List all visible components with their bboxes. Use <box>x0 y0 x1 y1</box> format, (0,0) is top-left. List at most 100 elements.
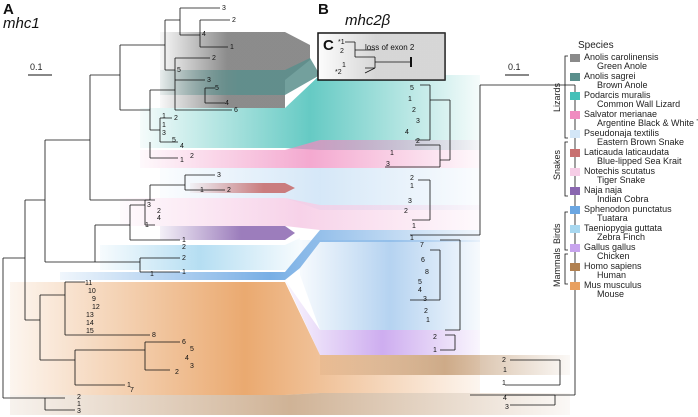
tip-label: 1 <box>503 367 507 374</box>
ribbon-wall-lizard <box>140 75 480 150</box>
legend-swatch <box>570 111 580 119</box>
tip-label: 1 <box>182 237 186 244</box>
legend-common-name: Argentine Black & White Tegu <box>597 118 698 128</box>
tip-label: 8 <box>152 332 156 339</box>
title-mhc2b: mhc2β <box>345 12 391 29</box>
tip-label: 2 <box>175 369 179 376</box>
inset-leaf-labels: *1 2 1 *2 <box>335 39 346 76</box>
legend-species-name: Pseudonaja textilis <box>584 128 660 138</box>
tip-label: 5 <box>177 67 181 74</box>
ribbons <box>10 32 570 415</box>
scale-label-left: 0.1 <box>30 62 43 72</box>
ribbon-finch <box>100 238 300 270</box>
tip-label: 2 <box>174 115 178 122</box>
tip-label: 1 <box>410 183 414 190</box>
tip-label: 2 <box>502 357 506 364</box>
legend-brackets <box>564 55 568 285</box>
tip-label: 6 <box>182 339 186 346</box>
legend-swatch <box>570 206 580 214</box>
tip-label: 3 <box>505 404 509 411</box>
legend-species-name: Anolis sagrei <box>584 71 636 81</box>
legend-common-name: Human <box>597 270 627 280</box>
tip-label: 1 <box>230 44 234 51</box>
tip-label: 8 <box>425 269 429 276</box>
tip-label: 13 <box>86 312 94 319</box>
tip-label: 1 <box>412 223 416 230</box>
legend-swatch <box>570 54 580 62</box>
tip-label: 3 <box>416 118 420 125</box>
tip-label: 2 <box>416 138 420 145</box>
legend-common-name: Common Wall Lizard <box>597 99 681 109</box>
title-mhc1: mhc1 <box>3 15 40 32</box>
ribbon-brown-anole <box>160 58 320 95</box>
inset-leaf: 1 <box>342 62 346 69</box>
left-tree <box>2 7 232 411</box>
tip-label: 6 <box>234 107 238 114</box>
ribbon-chicken <box>285 280 480 355</box>
tip-label: 3 <box>217 172 221 179</box>
tip-label: 2 <box>433 334 437 341</box>
tip-label: 1 <box>408 96 412 103</box>
tip-label: 2 <box>212 55 216 62</box>
ribbon-cobra <box>160 226 295 240</box>
legend-swatch <box>570 225 580 233</box>
ribbon-tuatara-right <box>300 240 480 330</box>
ribbon-human <box>10 393 570 415</box>
tip-label: 12 <box>92 304 100 311</box>
legend-species-name: Salvator merianae <box>584 109 658 119</box>
legend-swatch <box>570 263 580 271</box>
legend-common-name: Mouse <box>597 289 625 299</box>
tip-label: 1 <box>182 269 186 276</box>
legend-species-name: Homo sapiens <box>584 261 642 271</box>
tip-label: 3 <box>408 198 412 205</box>
tip-label: 4 <box>225 100 229 107</box>
legend-species-name: Mus musculus <box>584 280 642 290</box>
panel-label-b: B <box>318 1 329 18</box>
tip-label: 4 <box>180 143 184 150</box>
tip-label: 3 <box>147 202 151 209</box>
tip-label: 5 <box>418 279 422 286</box>
legend-common-name: Chicken <box>597 251 630 261</box>
tip-label: 3 <box>386 161 390 168</box>
tip-label: 2 <box>424 308 428 315</box>
legend-common-name: Tuatara <box>597 213 628 223</box>
legend-swatch <box>570 130 580 138</box>
tip-label: 1 <box>502 380 506 387</box>
tip-label: 5 <box>190 346 194 353</box>
legend-common-name: Tiger Snake <box>597 175 646 185</box>
tip-label: 1 <box>162 122 166 129</box>
tip-label: 9 <box>92 296 96 303</box>
inset-leaf: *2 <box>335 69 342 76</box>
tip-label: 2 <box>157 208 161 215</box>
legend-common-name: Green Anole <box>597 61 648 71</box>
legend-common-name: Brown Anole <box>597 80 648 90</box>
legend-swatch <box>570 168 580 176</box>
right-tree <box>385 84 576 406</box>
group-label-snakes: Snakes <box>552 149 562 180</box>
legend-species-name: Anolis carolinensis <box>584 52 659 62</box>
tip-label: 7 <box>130 387 134 394</box>
tip-label: 3 <box>423 296 427 303</box>
tip-label: 2 <box>404 208 408 215</box>
legend-common-name: Indian Cobra <box>597 194 649 204</box>
tip-label: 2 <box>182 255 186 262</box>
tip-label: 4 <box>405 129 409 136</box>
ribbon-brown-snake <box>160 168 480 210</box>
tip-label: 4 <box>185 355 189 362</box>
group-label-mammals: Mammals <box>552 247 562 287</box>
tip-label: 1 <box>390 150 394 157</box>
legend-species-name: Podarcis muralis <box>584 90 651 100</box>
legend-species-name: Sphenodon punctatus <box>584 204 672 214</box>
tip-label: 2 <box>412 107 416 114</box>
ribbon-sea-krait <box>190 183 295 193</box>
legend-common-name: Zebra Finch <box>597 232 646 242</box>
tip-label: 1 <box>426 317 430 324</box>
tip-label: 1 <box>150 271 154 278</box>
tip-label: 7 <box>420 242 424 249</box>
tip-label: 3 <box>207 77 211 84</box>
inset-leaf: *1 <box>338 39 345 46</box>
tip-label: 1 <box>162 113 166 120</box>
tip-label: 1 <box>180 157 184 164</box>
tip-label: 1 <box>410 235 414 242</box>
